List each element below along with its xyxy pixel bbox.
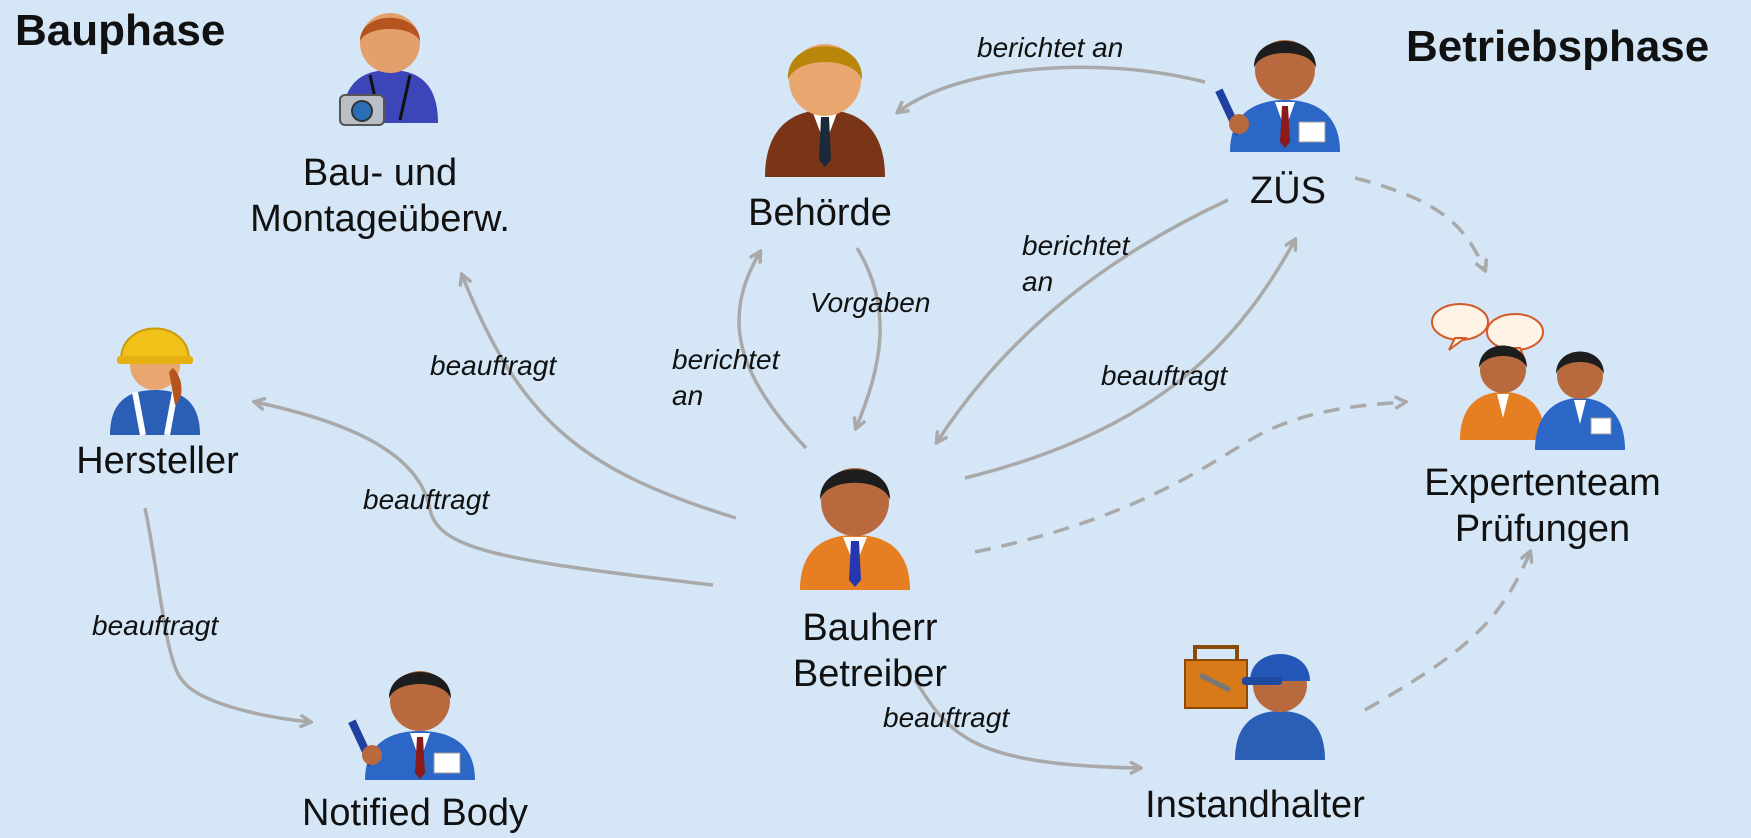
arrow-instandhalter-expertenteam [1364, 552, 1530, 712]
arrow-zues-behoerde [898, 65, 1206, 112]
node-behoerde: Behörde [748, 192, 892, 234]
edge-label-line: an [1022, 266, 1054, 298]
arrow-hersteller-notified [143, 507, 310, 722]
phase-title-betrieb: Betriebsphase [1406, 22, 1710, 71]
edge-label-zues-bauherr: berichtet an [1022, 228, 1129, 301]
arrow-bauherr-expertenteam [974, 402, 1405, 554]
edge-label-line: berichtet [672, 344, 780, 375]
worker-hardhat-icon [110, 327, 200, 436]
node-label-line: Montageüberw. [250, 198, 510, 241]
node-instandhalter: Instandhalter [1145, 784, 1365, 826]
edge-label-bauherr-bauueberw: beauftragt [430, 350, 557, 381]
arrow-bauherr-bauueberw [462, 275, 737, 520]
arrow-bauherr-behoerde [737, 252, 808, 450]
edge-label-zues-behoerde: berichtet an [977, 32, 1124, 63]
person-camera-icon [339, 13, 438, 126]
node-expertenteam-pruefungen: Expertenteam Prüfungen [1390, 460, 1695, 553]
node-label-line: Betreiber [792, 653, 948, 696]
arrow-bauherr-zues [964, 240, 1295, 480]
mechanic-toolbox-icon [1184, 645, 1325, 760]
edge-label-hersteller-notified: beauftragt [92, 610, 219, 641]
person-inspector-icon [348, 671, 475, 780]
arrow-bauherr-hersteller [255, 402, 714, 587]
node-notified-body: Notified Body [301, 792, 528, 834]
node-bau-montage-ueberwachung: Bau- und Montageüberw. [200, 150, 560, 243]
node-label-line: Prüfungen [1454, 508, 1631, 551]
edge-label-line: berichtet [1022, 230, 1130, 261]
person-orange-suit-icon [800, 468, 910, 590]
node-zues: ZÜS [1250, 170, 1326, 212]
arrow-behoerde-bauherr [856, 247, 882, 428]
edge-label-bauherr-behoerde: berichtet an [672, 342, 779, 415]
arrow-bauherr-instandhalter [913, 679, 1140, 768]
edge-label-bauherr-instandhalter: beauftragt [883, 702, 1010, 733]
team-discussion-icon [1431, 303, 1625, 450]
node-hersteller: Hersteller [76, 440, 239, 482]
person-suit-icon [765, 44, 885, 177]
arrow-zues-expertenteam [1354, 176, 1485, 270]
phase-title-bau: Bauphase [15, 6, 226, 55]
edge-label-bauherr-zues: beauftragt [1101, 360, 1228, 391]
edge-label-line: an [672, 380, 704, 412]
node-label-line: Bauherr [802, 607, 938, 649]
node-label-line: Bau- und [302, 152, 458, 194]
edge-label-behoerde-bauherr: Vorgaben [810, 287, 931, 318]
node-label-line: Expertenteam [1424, 462, 1661, 504]
node-bauherr-betreiber: Bauherr Betreiber [755, 605, 985, 698]
arrow-zues-bauherr [937, 198, 1229, 442]
edge-label-bauherr-hersteller: beauftragt [363, 484, 490, 515]
person-inspector-icon [1215, 40, 1340, 152]
